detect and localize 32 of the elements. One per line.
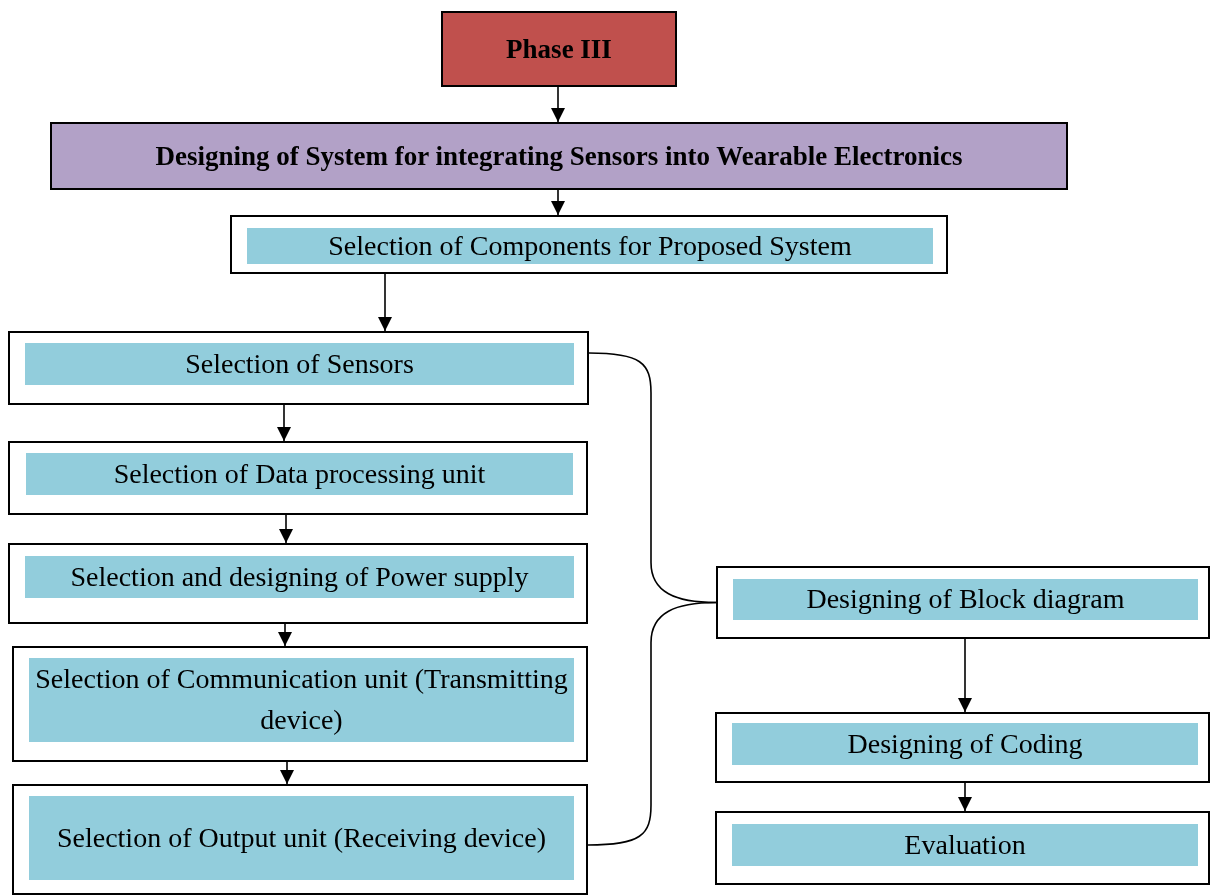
process-box <box>12 784 588 895</box>
step-label: Selection and designing of Power supply <box>25 556 574 598</box>
heading-box <box>441 11 677 87</box>
step-label: Designing of Block diagram <box>733 579 1198 620</box>
step-label: Selection of Communication unit (Transmitting device) <box>29 658 574 742</box>
arrow <box>279 514 293 544</box>
heading-text: Phase III <box>506 33 612 65</box>
arrow <box>378 273 392 332</box>
process-box <box>8 441 588 515</box>
connector-line <box>587 601 717 846</box>
step-label: Designing of Coding <box>732 723 1198 765</box>
arrow <box>551 86 565 123</box>
process-box <box>12 646 588 762</box>
process-box <box>8 543 588 624</box>
step-label: Selection of Sensors <box>25 343 574 385</box>
arrow <box>278 623 292 647</box>
process-box <box>8 331 589 405</box>
arrow <box>958 782 972 812</box>
step-label: Selection of Components for Proposed System <box>247 228 933 264</box>
arrow <box>551 189 565 216</box>
process-box <box>716 566 1210 639</box>
arrow <box>958 638 972 713</box>
arrow <box>280 761 294 785</box>
step-label: Selection of Output unit (Receiving device) <box>29 796 574 880</box>
heading-text: Designing of System for integrating Sensors into Wearable Electronics <box>155 140 963 172</box>
step-label: Selection of Data processing unit <box>26 453 573 495</box>
process-box <box>715 811 1210 885</box>
heading-box <box>50 122 1068 190</box>
step-label: Evaluation <box>732 824 1198 866</box>
process-box <box>230 215 948 274</box>
process-box <box>715 712 1210 783</box>
arrow <box>277 404 291 442</box>
